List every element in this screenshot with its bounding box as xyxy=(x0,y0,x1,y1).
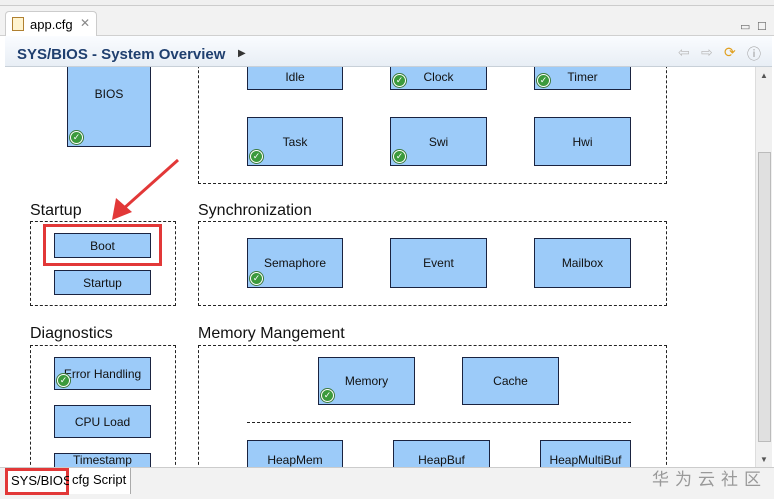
module-label: CPU Load xyxy=(74,414,131,429)
editor-tab-label: app.cfg xyxy=(30,17,73,32)
module-heapmultibuf[interactable]: HeapMultiBuf xyxy=(540,440,631,467)
red-arrow-icon xyxy=(112,158,179,220)
refresh-icon[interactable]: ⟳ xyxy=(724,44,736,60)
module-timestamp[interactable]: Timestamp xyxy=(54,453,151,467)
group-label-startup: Startup xyxy=(30,202,82,219)
back-icon[interactable]: ⇦ xyxy=(678,44,690,60)
module-timer[interactable]: Timer ✓ xyxy=(534,67,631,90)
page-title: SYS/BIOS - System Overview xyxy=(17,46,226,63)
group-label-memory: Memory Mangement xyxy=(198,325,345,342)
memory-divider xyxy=(247,422,631,423)
help-icon[interactable]: ⓘ xyxy=(747,46,761,62)
module-label: Timestamp xyxy=(73,453,132,467)
check-icon: ✓ xyxy=(57,374,70,387)
module-label: HeapMem xyxy=(267,453,323,467)
module-label: Timer xyxy=(567,70,598,84)
module-label: Boot xyxy=(90,238,115,253)
scroll-up-icon[interactable]: ▲ xyxy=(760,71,768,80)
scroll-thumb[interactable] xyxy=(758,152,771,442)
check-icon: ✓ xyxy=(393,74,406,87)
module-label: Task xyxy=(282,134,308,149)
highlight-box xyxy=(43,224,162,266)
module-error-handling[interactable]: Error Handling✓ xyxy=(54,357,151,390)
overview-canvas: BIOS✓ Idle Clock✓ Timer✓ Task✓ Swi✓ Hwi … xyxy=(5,67,755,467)
module-label: Startup xyxy=(83,275,122,290)
maximize-icon[interactable]: ☐ xyxy=(757,21,767,33)
close-icon[interactable]: ✕ xyxy=(79,16,90,30)
module-startup[interactable]: Startup xyxy=(54,270,151,295)
check-icon: ✓ xyxy=(250,272,263,285)
module-label: Clock xyxy=(423,70,454,84)
module-label: Cache xyxy=(493,374,528,388)
module-label: Memory xyxy=(344,374,389,388)
module-swi[interactable]: Swi ✓ xyxy=(390,117,487,166)
module-boot[interactable]: Boot xyxy=(54,233,151,258)
module-heapbuf[interactable]: HeapBuf xyxy=(393,440,490,467)
module-idle[interactable]: Idle xyxy=(247,67,343,90)
tab-cfg-script[interactable]: cfg Script xyxy=(69,468,131,494)
editor-tabbar: app.cfg ✕ ▭ ☐ xyxy=(0,6,774,37)
check-icon: ✓ xyxy=(393,150,406,163)
module-task[interactable]: Task ✓ xyxy=(247,117,343,166)
module-label: Error Handling xyxy=(63,367,142,381)
group-startup xyxy=(30,221,176,306)
group-label-sync: Synchronization xyxy=(198,202,312,219)
minimize-icon[interactable]: ▭ xyxy=(740,21,751,33)
module-memory[interactable]: Memory ✓ xyxy=(318,357,415,405)
config-file-icon xyxy=(12,17,24,31)
check-icon: ✓ xyxy=(70,131,83,144)
module-label: Hwi xyxy=(572,134,593,149)
check-icon: ✓ xyxy=(250,150,263,163)
module-hwi[interactable]: Hwi xyxy=(534,117,631,166)
menu-arrow-icon[interactable]: ▶ xyxy=(238,48,246,59)
bottom-tabbar: SYS/BIOS cfg Script xyxy=(0,467,774,499)
page-header: SYS/BIOS - System Overview ▶ ⇦ ⇨ ⟳ ⓘ xyxy=(5,36,772,67)
module-semaphore[interactable]: Semaphore✓ xyxy=(247,238,343,288)
forward-icon[interactable]: ⇨ xyxy=(701,44,713,60)
module-mailbox[interactable]: Mailbox xyxy=(534,238,631,288)
module-bios[interactable]: BIOS ✓ xyxy=(67,67,151,147)
module-label: Idle xyxy=(285,70,305,84)
module-event[interactable]: Event xyxy=(390,238,487,288)
module-label: Mailbox xyxy=(561,256,604,270)
group-label-diagnostics: Diagnostics xyxy=(30,325,113,342)
check-icon: ✓ xyxy=(537,74,550,87)
vertical-scrollbar[interactable]: ▲ ▼ xyxy=(755,67,772,467)
group-diagnostics xyxy=(30,345,176,467)
module-cpu-load[interactable]: CPU Load xyxy=(54,405,151,438)
group-threads xyxy=(198,67,667,184)
module-label: HeapMultiBuf xyxy=(549,453,622,467)
module-heapmem[interactable]: HeapMem xyxy=(247,440,343,467)
module-clock[interactable]: Clock ✓ xyxy=(390,67,487,90)
module-label: HeapBuf xyxy=(418,453,465,467)
module-cache[interactable]: Cache xyxy=(462,357,559,405)
module-label: Swi xyxy=(428,134,449,149)
tab-sys-bios[interactable]: SYS/BIOS xyxy=(5,468,72,495)
top-strip xyxy=(0,0,774,6)
check-icon: ✓ xyxy=(321,389,334,402)
editor-tab-app-cfg[interactable]: app.cfg ✕ xyxy=(5,11,97,37)
module-label: Event xyxy=(423,256,454,270)
scroll-down-icon[interactable]: ▼ xyxy=(760,455,768,464)
module-label: BIOS xyxy=(94,86,124,101)
module-label: Semaphore xyxy=(263,256,327,270)
group-memory xyxy=(198,345,667,467)
watermark: 华为云社区 xyxy=(652,470,767,489)
group-sync xyxy=(198,221,667,306)
